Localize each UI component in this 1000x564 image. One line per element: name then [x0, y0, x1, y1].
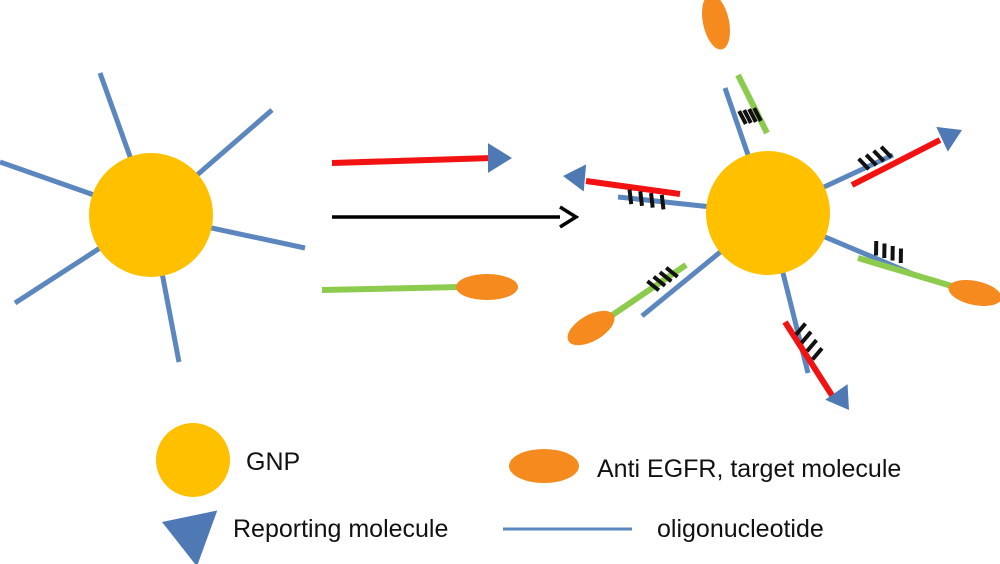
- target-molecule-lower-left: [567, 310, 615, 346]
- reaction-arrow-head: [559, 205, 580, 229]
- hybrid-tick-left: [659, 194, 666, 210]
- reporting-molecule-shape: [488, 143, 512, 173]
- reporter-bottom: [825, 384, 849, 410]
- hybrid-tick-upper-right: [879, 145, 893, 159]
- functionalized-gnp-particle: [706, 151, 830, 275]
- hybrid-tick-bottom: [805, 338, 818, 353]
- target-molecule-right: [948, 279, 1000, 307]
- hybrid-tick-top: [752, 107, 763, 122]
- hybrid-tick-bottom: [800, 330, 813, 345]
- hybrid-tick-lower-left: [658, 270, 673, 283]
- hybrid-tick-left: [627, 189, 634, 205]
- hybrid-green-strand-right: [857, 255, 956, 290]
- free-red-strand: [331, 155, 493, 166]
- hybrid-red-strand-bottom: [782, 320, 836, 399]
- hybrid-tick-bottom: [794, 322, 807, 336]
- reporter-left: [563, 164, 587, 192]
- reporter-upper-right: [936, 126, 962, 152]
- hybrid-tick-upper-right: [864, 153, 878, 167]
- hybrid-tick-left: [638, 191, 644, 207]
- target-molecule-top: [702, 0, 730, 50]
- legend-reporter-symbol: [162, 510, 218, 564]
- hybrid-red-strand-upper-right: [850, 137, 942, 188]
- hybrid-tick-upper-right: [857, 157, 871, 171]
- legend-gnp-symbol: [156, 423, 230, 497]
- hybrid-tick-lower-left: [664, 266, 679, 279]
- hybrid-tick-lower-left: [652, 275, 667, 288]
- legend-label-reporting-molecule: Reporting molecule: [233, 515, 449, 543]
- target-molecule-shape: [456, 274, 518, 300]
- legend-target-symbol: [509, 449, 579, 483]
- hybrid-tick-bottom: [811, 347, 824, 361]
- hybrid-tick-top: [737, 110, 748, 125]
- legend-symbols: [156, 423, 632, 564]
- hybrid-tick-upper-right: [872, 149, 886, 163]
- hybrid-tick-left: [649, 192, 655, 208]
- legend-label-target-molecule: Anti EGFR, target molecule: [597, 455, 902, 483]
- hybrid-red-strand-left: [585, 178, 681, 197]
- functionalized-gnp-group: [563, 0, 1000, 410]
- hybrid-tick-top: [742, 109, 753, 124]
- free-green-strand: [321, 284, 461, 293]
- bare-gnp-group: [0, 72, 306, 363]
- gnp-particle: [89, 153, 213, 277]
- hybrid-tick-lower-left: [646, 279, 661, 292]
- legend-label-gnp: GNP: [246, 448, 301, 476]
- legend-label-oligonucleotide: oligonucleotide: [657, 515, 824, 543]
- hybrid-tick-top: [747, 108, 758, 123]
- hybrid-green-strand-top: [735, 73, 770, 135]
- reagents-group: [321, 143, 580, 300]
